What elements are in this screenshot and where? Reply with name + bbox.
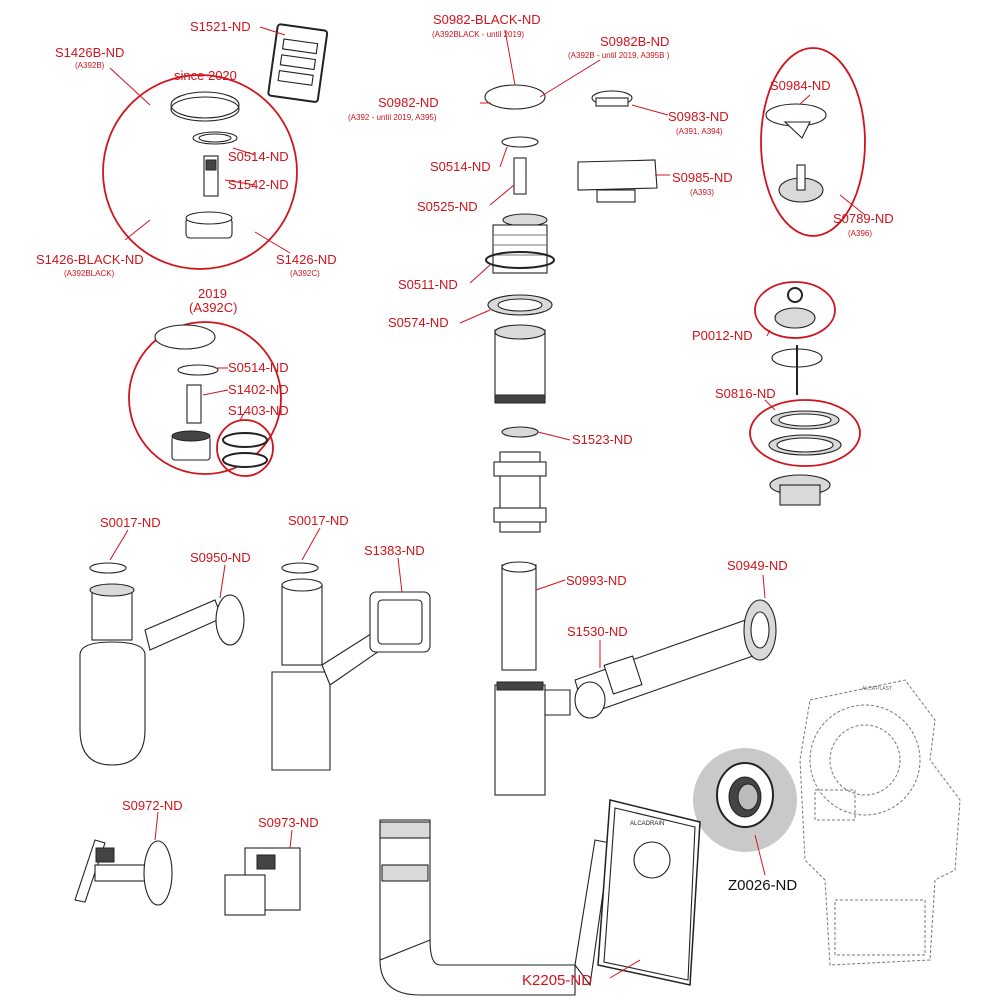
extension-tube xyxy=(501,564,537,671)
label-s0816: S0816-ND xyxy=(715,386,776,401)
group-s0984-s0789 xyxy=(760,47,866,237)
label-s1426b-sub: (A392B) xyxy=(75,61,105,70)
label-s1403: S1403-ND xyxy=(228,403,289,418)
click-clack-cap xyxy=(170,91,240,119)
label-s0984: S0984-ND xyxy=(770,78,831,93)
group-title-since-2020: since 2020 xyxy=(174,68,237,83)
reducer-ring xyxy=(501,426,539,438)
label-s1426-black: S1426-BLACK-ND xyxy=(36,252,144,267)
label-s0525: S0525-ND xyxy=(417,199,478,214)
label-s0511: S0511-ND xyxy=(398,277,458,292)
label-z0026: Z0026-ND xyxy=(728,877,797,894)
waste-column xyxy=(459,29,601,796)
label-s0982b-sub: (A392B - until 2019, A395B ) xyxy=(568,51,670,60)
label-s1523: S1523-ND xyxy=(572,432,633,447)
highlight-ring-s1403 xyxy=(216,419,274,477)
bottle-siphon-square xyxy=(271,527,431,771)
wall-siphon-outline xyxy=(799,679,961,966)
bottle-trap-body xyxy=(494,684,546,796)
label-s0950: S0950-ND xyxy=(190,550,251,565)
waste-thread xyxy=(492,224,548,274)
label-s0983: S0983-ND xyxy=(668,109,729,124)
plug-cap xyxy=(484,84,546,110)
label-s1542: S1542-ND xyxy=(228,177,289,192)
overflow-grate xyxy=(267,23,329,103)
label-s0789: S0789-ND xyxy=(833,211,894,226)
plug-s0985 xyxy=(577,159,670,203)
click-clack-mechanism-2019 xyxy=(186,384,202,424)
label-s1426-sub: (A392C) xyxy=(290,269,320,278)
waste-body xyxy=(494,329,546,403)
group-since-2020: since 2020 xyxy=(102,67,298,270)
group-title-2019: 2019 xyxy=(198,286,227,301)
click-clack-cap-2019 xyxy=(154,324,216,350)
label-s0574: S0574-ND xyxy=(388,315,449,330)
bottle-siphon-round xyxy=(79,529,245,766)
wall-pipe xyxy=(574,574,777,719)
label-s0982-black: S0982-BLACK-ND xyxy=(433,12,541,27)
label-s0514-b: S0514-ND xyxy=(228,360,289,375)
label-s0982-black-sub: (A392BLACK - until 2019) xyxy=(432,30,524,39)
plug-s0983 xyxy=(591,90,669,116)
label-s1530: S1530-ND xyxy=(567,624,628,639)
label-k2205: K2205-ND xyxy=(522,972,592,989)
label-s0949: S0949-ND xyxy=(727,558,788,573)
label-s0514-a: S0514-ND xyxy=(228,149,289,164)
wall-drain-k2205: ALCADRAIN xyxy=(379,799,701,996)
label-s0017-a: S0017-ND xyxy=(100,515,161,530)
label-s1426b: S1426B-ND xyxy=(55,45,124,60)
label-s1383: S1383-ND xyxy=(364,543,425,558)
label-p0012: P0012-ND xyxy=(692,328,753,343)
label-s1402: S1402-ND xyxy=(228,382,289,397)
group-ring-2019 xyxy=(128,321,282,475)
group-s0816 xyxy=(749,345,861,506)
label-s0985: S0985-ND xyxy=(672,170,733,185)
label-s0993: S0993-ND xyxy=(566,573,627,588)
plug-mechanism xyxy=(513,157,527,195)
seal-z0026 xyxy=(693,748,797,876)
angle-valve-round xyxy=(74,811,173,906)
label-s0973: S0973-ND xyxy=(258,815,319,830)
label-s1521: S1521-ND xyxy=(190,19,251,34)
label-s0789-sub: (A396) xyxy=(848,229,872,238)
angle-valve-square xyxy=(224,829,301,916)
group-2019: 2019 (A392C) xyxy=(128,286,282,477)
label-s0982: S0982-ND xyxy=(378,95,439,110)
label-s0985-sub: (A393) xyxy=(690,188,714,197)
brand-mark-alcadrain: ALCADRAIN xyxy=(630,821,664,827)
label-s0972: S0972-ND xyxy=(122,798,183,813)
group-title-2019-code: (A392C) xyxy=(189,300,237,315)
label-s1426-black-sub: (A392BLACK) xyxy=(64,269,115,278)
label-s0514-c: S0514-ND xyxy=(430,159,491,174)
seal-ring-center xyxy=(501,136,539,148)
group-ring-since-2020 xyxy=(102,74,298,270)
label-s0983-sub: (A391, A394) xyxy=(676,127,723,136)
label-s0982b: S0982B-ND xyxy=(600,34,669,49)
label-s1426: S1426-ND xyxy=(276,252,337,267)
label-s0982-sub: (A392 - until 2019, A395) xyxy=(348,113,437,122)
seal-ring-2019 xyxy=(177,364,219,376)
brand-mark-alca-plast: ALCA PLAST xyxy=(862,686,892,692)
label-s0017-b: S0017-ND xyxy=(288,513,349,528)
group-p0012 xyxy=(754,281,836,339)
